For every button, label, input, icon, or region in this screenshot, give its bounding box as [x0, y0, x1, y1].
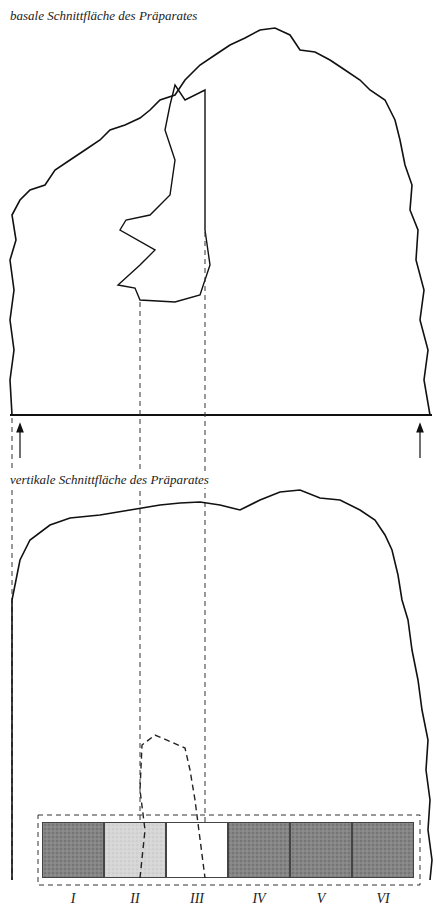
block-number: IV [252, 891, 265, 907]
position-arrow [17, 424, 423, 458]
cavity-outline [118, 85, 210, 302]
sample-fill [290, 822, 352, 878]
sample-block: III [166, 822, 228, 878]
block-number: I [71, 891, 76, 907]
sample-block: I [42, 822, 104, 878]
sample-fill [104, 822, 166, 878]
block-number: III [190, 891, 204, 907]
cavity-projection-outline [140, 735, 205, 878]
sample-block: IV [228, 822, 290, 878]
sample-block: VI [352, 822, 414, 878]
figure-label: basale Schnittfläche des Präparates [8, 8, 199, 24]
block-number: V [317, 891, 326, 907]
cut-baseline [10, 414, 432, 416]
sample-block: V [290, 822, 352, 878]
specimen-outline [12, 490, 432, 880]
block-number: II [130, 891, 139, 907]
sample-block: II [104, 822, 166, 878]
sample-fill [166, 822, 228, 878]
specimen-outline [10, 28, 430, 415]
sample-fill [352, 822, 414, 878]
sample-fill [228, 822, 290, 878]
figure-label: vertikale Schnittfläche des Präparates [8, 472, 211, 488]
block-number: VI [376, 891, 389, 907]
projection-line [12, 232, 205, 880]
sample-frame [38, 815, 420, 885]
sample-fill [42, 822, 104, 878]
